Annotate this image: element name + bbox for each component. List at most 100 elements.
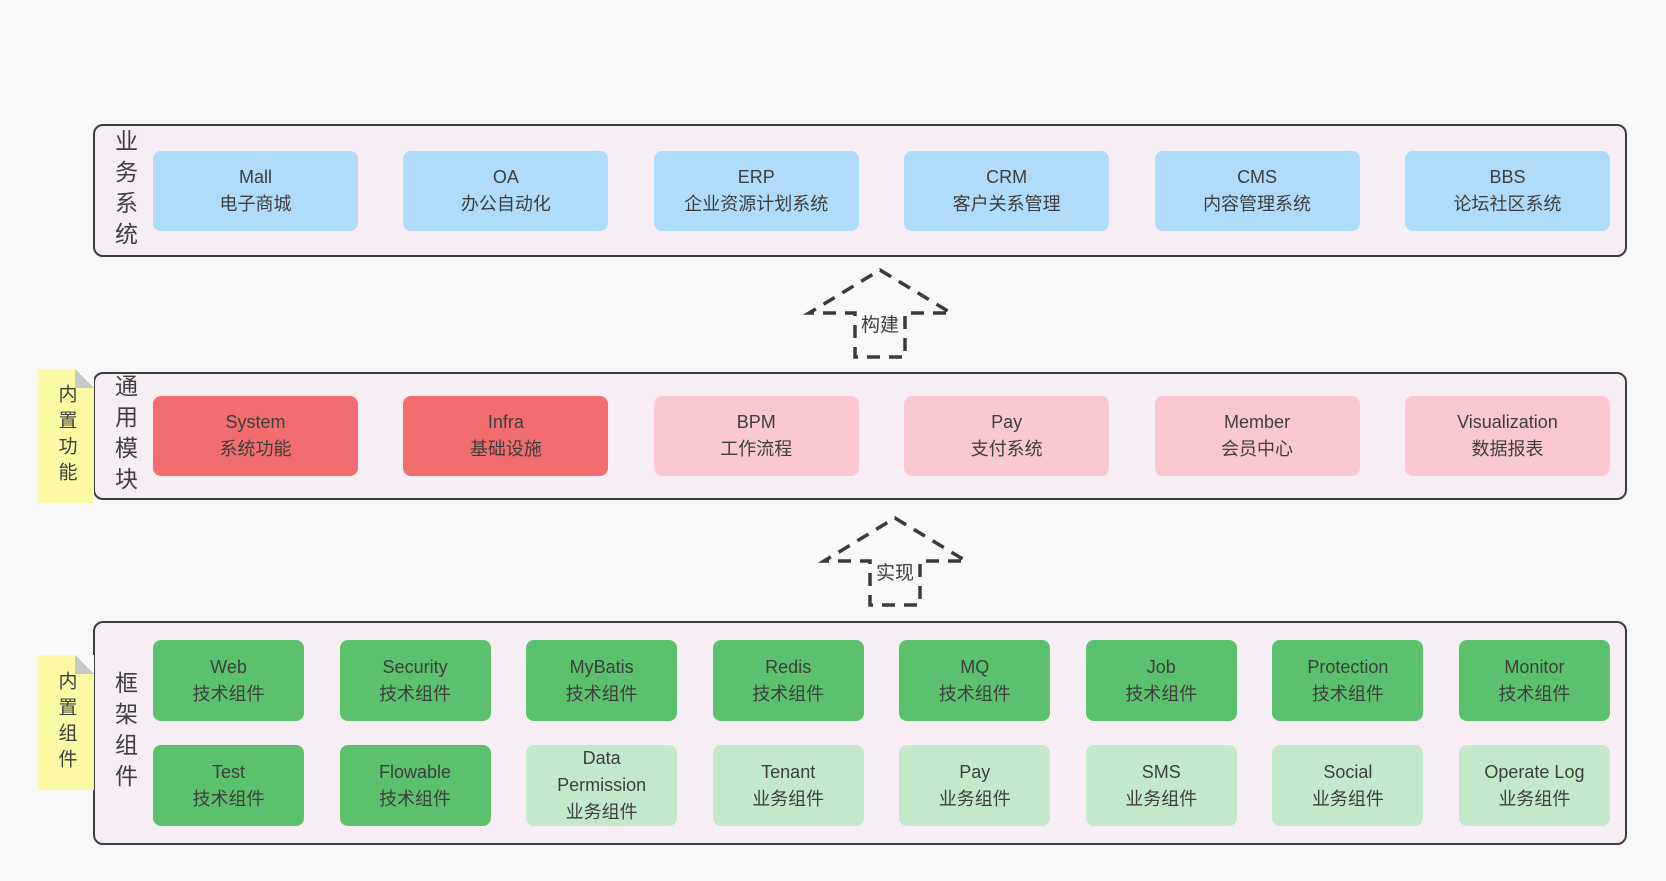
box-name: ERP bbox=[737, 166, 775, 187]
box-desc: 业务组件 bbox=[1498, 788, 1571, 809]
box-erp: ERP 企业资源计划系统 bbox=[653, 150, 859, 231]
band-common-modules-label: 通用模块 bbox=[95, 374, 153, 498]
box-name: Test bbox=[211, 761, 245, 782]
box-crm: CRM 客户关系管理 bbox=[904, 150, 1110, 231]
build-arrow-label: 构建 bbox=[856, 310, 904, 337]
box-desc: 技术组件 bbox=[192, 788, 265, 809]
box-cms: CMS 内容管理系统 bbox=[1154, 150, 1360, 231]
box-visualization: Visualization 数据报表 bbox=[1404, 396, 1610, 476]
box-mall: Mall 电子商城 bbox=[153, 150, 358, 231]
box-name: Pay bbox=[959, 761, 991, 782]
box-desc: 业务组件 bbox=[1311, 788, 1384, 809]
box-desc: 技术组件 bbox=[1125, 683, 1198, 704]
implement-arrow-label: 实现 bbox=[871, 558, 919, 585]
box-security: Security 技术组件 bbox=[339, 640, 491, 721]
band-framework-components-boxes: Web 技术组件 Security 技术组件 MyBatis 技术组件 Redi… bbox=[153, 623, 1625, 843]
box-bbs: BBS 论坛社区系统 bbox=[1404, 150, 1610, 231]
box-name: Web bbox=[210, 656, 247, 677]
box-social: Social 业务组件 bbox=[1272, 745, 1424, 826]
box-desc: 业务组件 bbox=[565, 802, 638, 822]
framework-row-1: Web 技术组件 Security 技术组件 MyBatis 技术组件 Redi… bbox=[153, 640, 1610, 721]
box-name: Tenant bbox=[761, 761, 816, 782]
box-desc: 技术组件 bbox=[1498, 683, 1571, 704]
box-name: SMS bbox=[1141, 761, 1181, 782]
box-name: Redis bbox=[765, 656, 812, 677]
box-bpm: BPM 工作流程 bbox=[653, 396, 859, 476]
box-name: MQ bbox=[960, 656, 990, 677]
up-arrow-icon bbox=[803, 267, 957, 359]
band-label-text: 通用模块 bbox=[111, 374, 138, 498]
box-desc: 企业资源计划系统 bbox=[684, 193, 829, 214]
band-business-systems-boxes: Mall 电子商城 OA 办公自动化 ERP 企业资源计划系统 CRM 客户关系… bbox=[153, 126, 1625, 255]
box-name: Job bbox=[1146, 656, 1176, 677]
note-built-in-functions: 内置功能 bbox=[38, 369, 94, 503]
box-name: System bbox=[225, 412, 286, 432]
box-tenant: Tenant 业务组件 bbox=[712, 745, 864, 826]
box-oa: OA 办公自动化 bbox=[403, 150, 609, 231]
box-name: BPM bbox=[736, 412, 776, 432]
box-desc: 技术组件 bbox=[565, 683, 638, 704]
box-name: Member bbox=[1224, 412, 1291, 432]
framework-row-2: Test 技术组件 Flowable 技术组件 Data Permission … bbox=[153, 745, 1610, 826]
box-name: Infra bbox=[487, 412, 524, 432]
build-arrow: 构建 bbox=[803, 266, 957, 361]
box-mq: MQ 技术组件 bbox=[899, 640, 1051, 721]
box-desc: 支付系统 bbox=[970, 439, 1043, 459]
box-desc: 业务组件 bbox=[752, 788, 825, 809]
box-protection: Protection 技术组件 bbox=[1272, 640, 1424, 721]
box-desc: 技术组件 bbox=[752, 683, 825, 704]
box-operate-log: Operate Log 业务组件 bbox=[1458, 745, 1610, 826]
box-name: Security bbox=[382, 656, 448, 677]
box-data-permission: Data Permission 业务组件 bbox=[526, 745, 678, 826]
box-flowable: Flowable 技术组件 bbox=[339, 745, 491, 826]
box-job: Job 技术组件 bbox=[1085, 640, 1237, 721]
box-test: Test 技术组件 bbox=[153, 745, 304, 826]
box-member: Member 会员中心 bbox=[1154, 396, 1360, 476]
box-name: Flowable bbox=[379, 761, 452, 782]
box-desc: 会员中心 bbox=[1221, 439, 1294, 459]
note-fold-icon bbox=[75, 369, 94, 388]
box-desc: 业务组件 bbox=[938, 788, 1011, 809]
box-pay-module: Pay 支付系统 bbox=[904, 396, 1110, 476]
box-monitor: Monitor 技术组件 bbox=[1458, 640, 1610, 721]
band-label-text: 业务系统 bbox=[111, 128, 138, 253]
up-arrow-icon bbox=[818, 515, 972, 607]
box-desc: 客户关系管理 bbox=[952, 193, 1061, 214]
band-business-systems: 业务系统 Mall 电子商城 OA 办公自动化 ERP 企业资源计划系统 CRM… bbox=[93, 124, 1627, 257]
box-desc: 基础设施 bbox=[469, 439, 542, 459]
box-name: BBS bbox=[1489, 166, 1526, 187]
box-name: MyBatis bbox=[569, 656, 634, 677]
box-desc: 技术组件 bbox=[1311, 683, 1384, 704]
box-desc: 数据报表 bbox=[1471, 439, 1544, 459]
box-desc: 技术组件 bbox=[938, 683, 1011, 704]
box-desc: 技术组件 bbox=[379, 683, 452, 704]
box-name: CMS bbox=[1237, 166, 1278, 187]
box-name: Mall bbox=[238, 166, 272, 187]
note-text: 内置功能 bbox=[55, 384, 77, 488]
box-desc: 办公自动化 bbox=[460, 193, 551, 214]
note-fold-icon bbox=[75, 655, 94, 674]
box-name: OA bbox=[492, 166, 519, 187]
box-mybatis: MyBatis 技术组件 bbox=[526, 640, 678, 721]
box-desc: 技术组件 bbox=[192, 683, 265, 704]
box-desc: 业务组件 bbox=[1125, 788, 1198, 809]
box-desc: 内容管理系统 bbox=[1203, 193, 1312, 214]
box-desc: 技术组件 bbox=[379, 788, 452, 809]
band-framework-components: 框架组件 Web 技术组件 Security 技术组件 MyBatis 技术组件… bbox=[93, 621, 1627, 845]
band-business-systems-label: 业务系统 bbox=[95, 126, 153, 255]
box-web: Web 技术组件 bbox=[153, 640, 304, 721]
box-name: CRM bbox=[986, 166, 1028, 187]
box-system: System 系统功能 bbox=[153, 396, 358, 476]
box-name: Monitor bbox=[1504, 656, 1565, 677]
box-name: Data Permission bbox=[557, 748, 647, 795]
box-name: Pay bbox=[991, 412, 1023, 432]
box-sms: SMS 业务组件 bbox=[1085, 745, 1237, 826]
note-built-in-components: 内置组件 bbox=[38, 655, 94, 790]
band-common-modules-boxes: System 系统功能 Infra 基础设施 BPM 工作流程 Pay 支付系统… bbox=[153, 374, 1625, 498]
implement-arrow: 实现 bbox=[818, 514, 972, 609]
box-desc: 系统功能 bbox=[219, 439, 292, 459]
box-name: Visualization bbox=[1457, 412, 1558, 432]
box-pay-component: Pay 业务组件 bbox=[899, 745, 1051, 826]
band-label-text: 框架组件 bbox=[111, 671, 138, 795]
